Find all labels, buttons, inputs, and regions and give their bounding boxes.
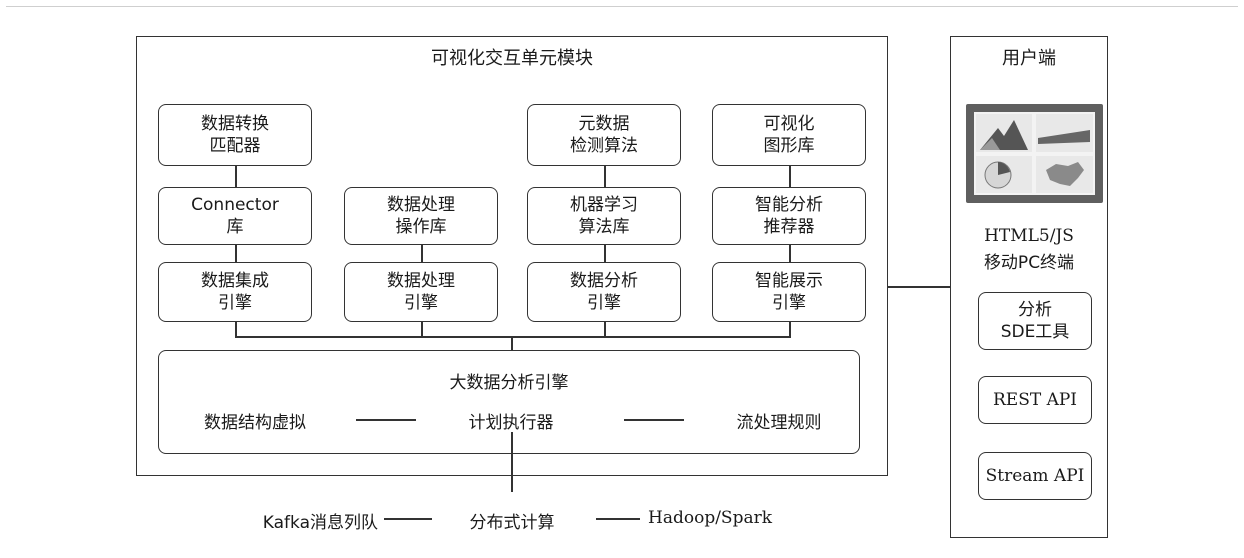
data-conversion-matcher-box: 数据转换 匹配器: [158, 104, 312, 166]
hadoop-spark-label: Hadoop/Spark: [648, 508, 773, 528]
rest-api-box: REST API: [978, 376, 1092, 424]
dashboard-charts-image: [976, 114, 1093, 193]
connector-library-box: Connector 库: [158, 187, 312, 245]
big-data-engine-box: [158, 350, 860, 454]
connector-line: [789, 245, 791, 262]
connector-line: [511, 432, 513, 492]
module-to-user-line: [888, 286, 950, 288]
terminal-caption-line1: HTML5/JS: [984, 226, 1074, 246]
connector-line: [604, 245, 606, 262]
data-integration-engine-box: 数据集成 引擎: [158, 262, 312, 322]
sde-tool-box: 分析 SDE工具: [978, 292, 1092, 350]
metadata-detection-box: 元数据 检测算法: [527, 104, 681, 166]
connector-line: [421, 322, 423, 336]
dashboard-thumbnail: [966, 104, 1103, 203]
engine-bus-line: [235, 336, 791, 338]
smart-analysis-recommender-box: 智能分析 推荐器: [712, 187, 866, 245]
stream-api-box: Stream API: [978, 452, 1092, 500]
engine-inner-line: [356, 419, 416, 421]
connector-line: [511, 336, 513, 350]
data-analysis-engine-box: 数据分析 引擎: [527, 262, 681, 322]
stream-rules-label: 流处理规则: [736, 413, 822, 433]
connector-line: [604, 322, 606, 336]
big-data-engine-title: 大数据分析引擎: [449, 373, 569, 393]
connector-line: [789, 166, 791, 187]
smart-display-engine-box: 智能展示 引擎: [712, 262, 866, 322]
figure-frame: [6, 6, 1238, 552]
engine-inner-line: [624, 419, 684, 421]
connector-line: [235, 322, 237, 336]
distributed-compute-label: 分布式计算: [469, 513, 555, 533]
data-structure-virtual-label: 数据结构虚拟: [204, 413, 306, 433]
user-side-title: 用户端: [1002, 48, 1056, 69]
dashboard-screen: [974, 112, 1095, 195]
connector-line: [235, 166, 237, 187]
connector-line: [604, 166, 606, 187]
kafka-queue-label: Kafka消息列队: [262, 513, 378, 533]
visualization-module-title: 可视化交互单元模块: [431, 48, 593, 69]
terminal-caption-line2: 移动PC终端: [983, 253, 1075, 273]
data-processing-engine-box: 数据处理 引擎: [344, 262, 498, 322]
machine-learning-library-box: 机器学习 算法库: [527, 187, 681, 245]
bottom-line: [384, 518, 432, 520]
user-side-panel: [950, 36, 1108, 538]
connector-line: [421, 245, 423, 262]
connector-line: [235, 245, 237, 262]
visualization-graphics-library-box: 可视化 图形库: [712, 104, 866, 166]
plan-executor-label: 计划执行器: [468, 413, 554, 433]
bottom-line: [596, 518, 640, 520]
data-processing-library-box: 数据处理 操作库: [344, 187, 498, 245]
connector-line: [789, 322, 791, 336]
